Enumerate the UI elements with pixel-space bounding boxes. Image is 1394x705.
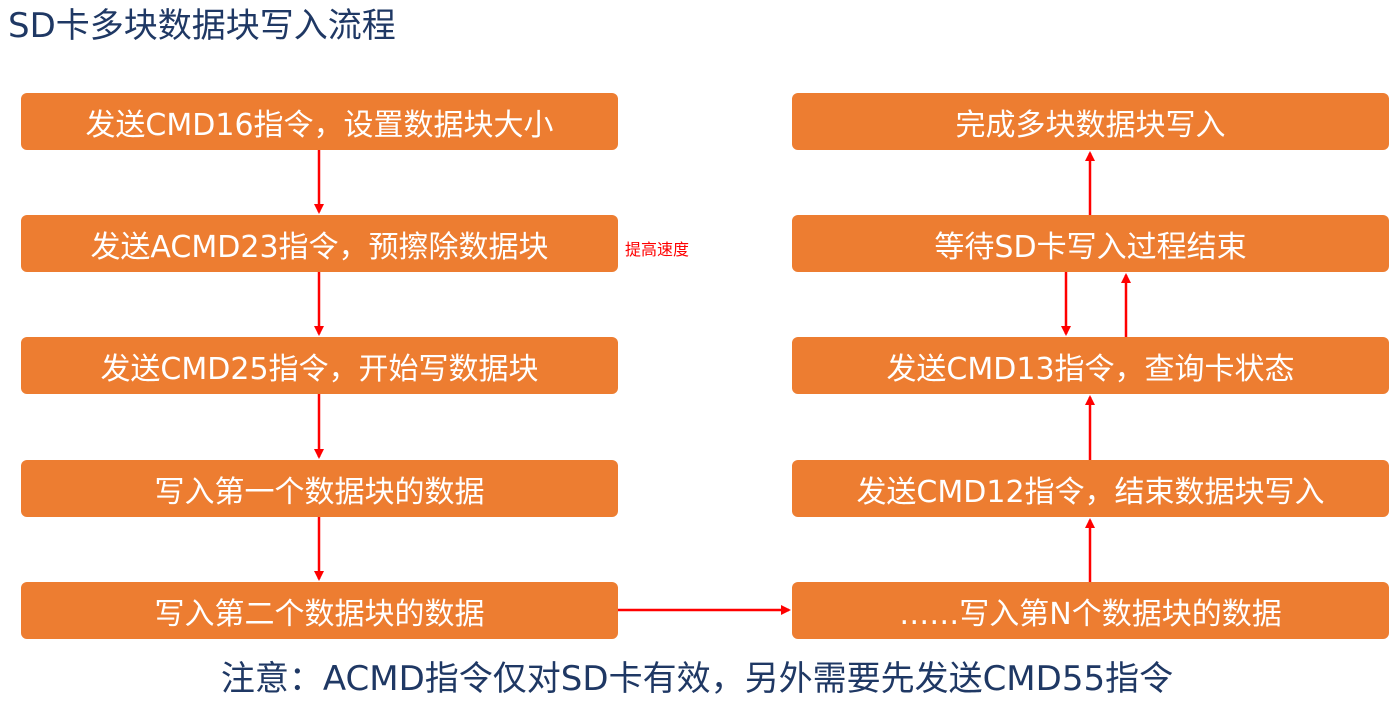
footer-note: 注意：ACMD指令仅对SD卡有效，另外需要先发送CMD55指令 [220,659,1174,699]
step-write-second-block: 写入第二个数据块的数据 [21,582,618,639]
page-title: SD卡多块数据块写入流程 [8,6,396,46]
step-write-nth-block: ……写入第N个数据块的数据 [792,582,1389,639]
step-query-status: 发送CMD13指令，查询卡状态 [792,337,1389,394]
step-complete-write: 完成多块数据块写入 [792,93,1389,150]
step-pre-erase: 发送ACMD23指令，预擦除数据块 [21,215,618,272]
step-set-block-size: 发送CMD16指令，设置数据块大小 [21,93,618,150]
step-start-write: 发送CMD25指令，开始写数据块 [21,337,618,394]
step-wait-write-end: 等待SD卡写入过程结束 [792,215,1389,272]
step-write-first-block: 写入第一个数据块的数据 [21,460,618,517]
speed-note: 提高速度 [625,240,690,259]
step-end-write: 发送CMD12指令，结束数据块写入 [792,460,1389,517]
